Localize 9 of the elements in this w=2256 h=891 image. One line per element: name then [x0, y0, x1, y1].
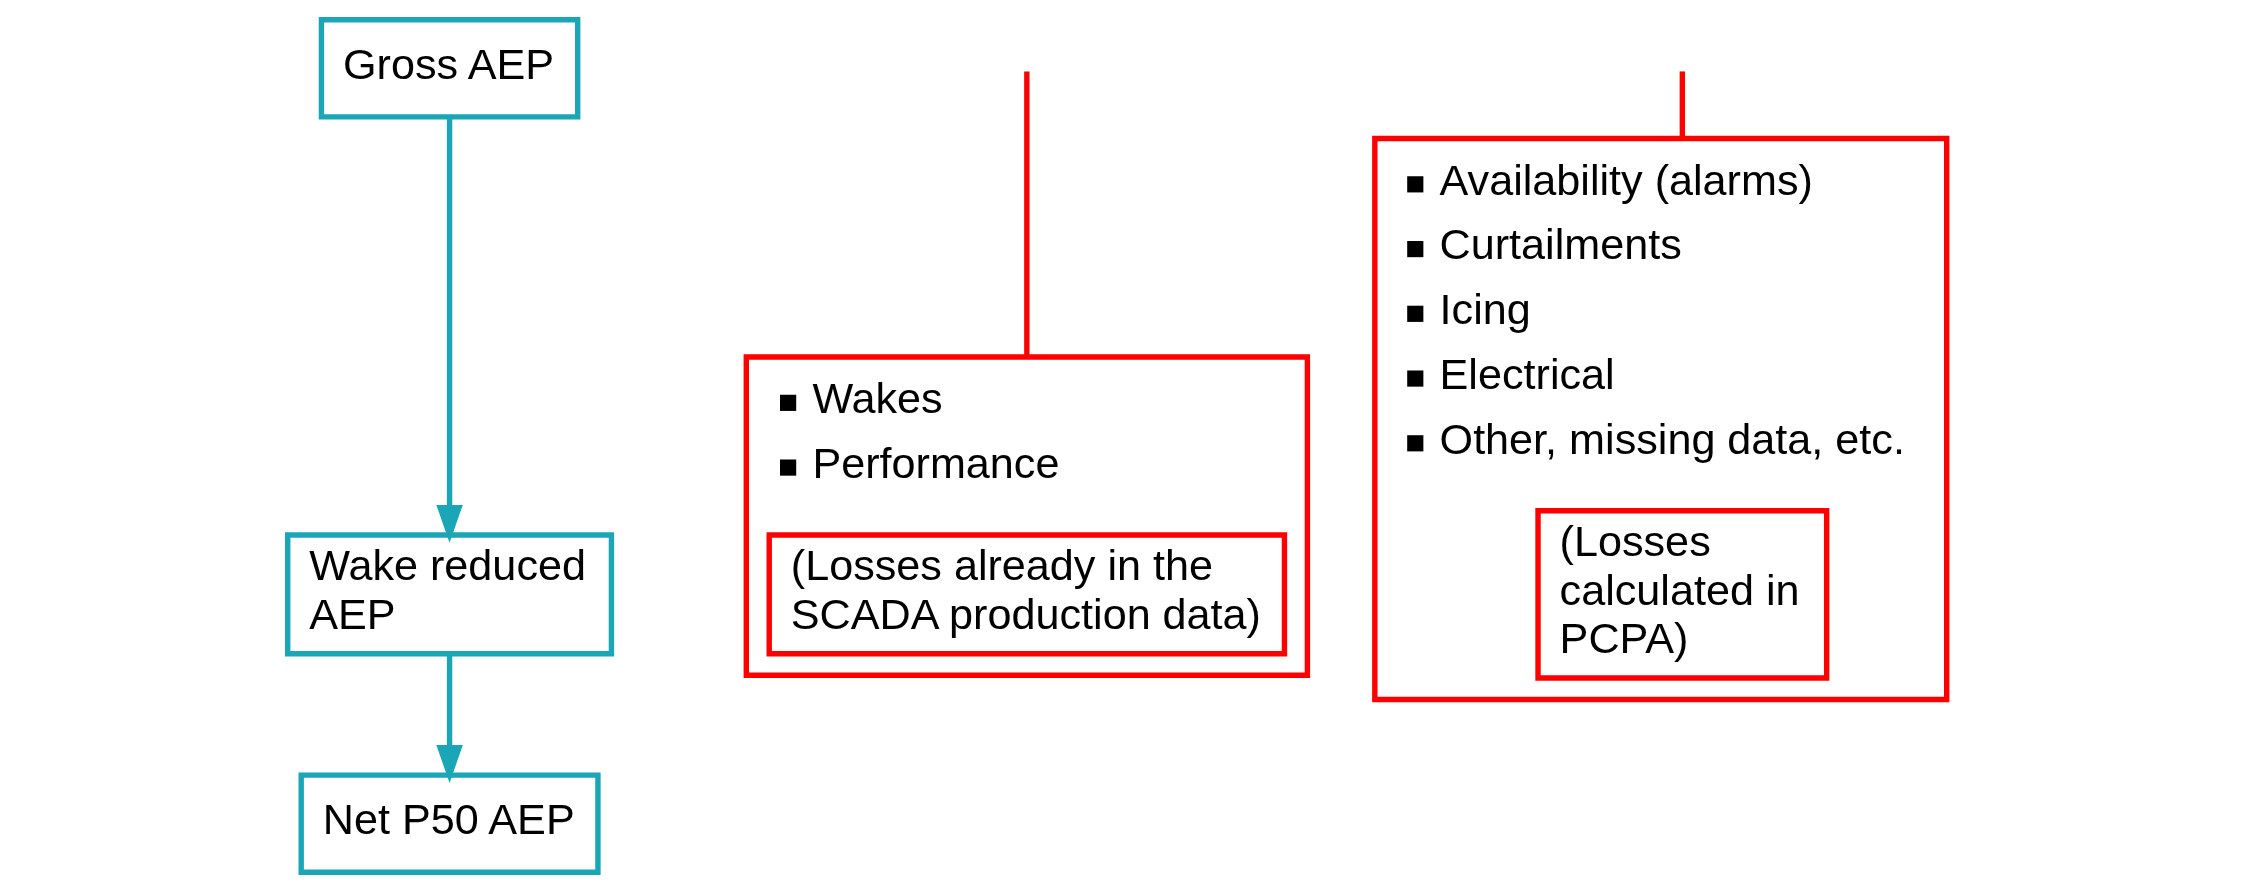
node-box: Gross AEP: [318, 16, 581, 120]
arrow: [436, 654, 463, 783]
connector: [1024, 70, 1030, 357]
node-box: Wake reduced AEP: [285, 531, 615, 656]
arrow: [436, 116, 463, 543]
node-box: Net P50 AEP: [298, 771, 601, 875]
node-box: (Losses already in the SCADA production data): [766, 531, 1288, 656]
node-box: (Losses calculated in PCPA): [1535, 507, 1830, 681]
connector: [1679, 70, 1686, 138]
